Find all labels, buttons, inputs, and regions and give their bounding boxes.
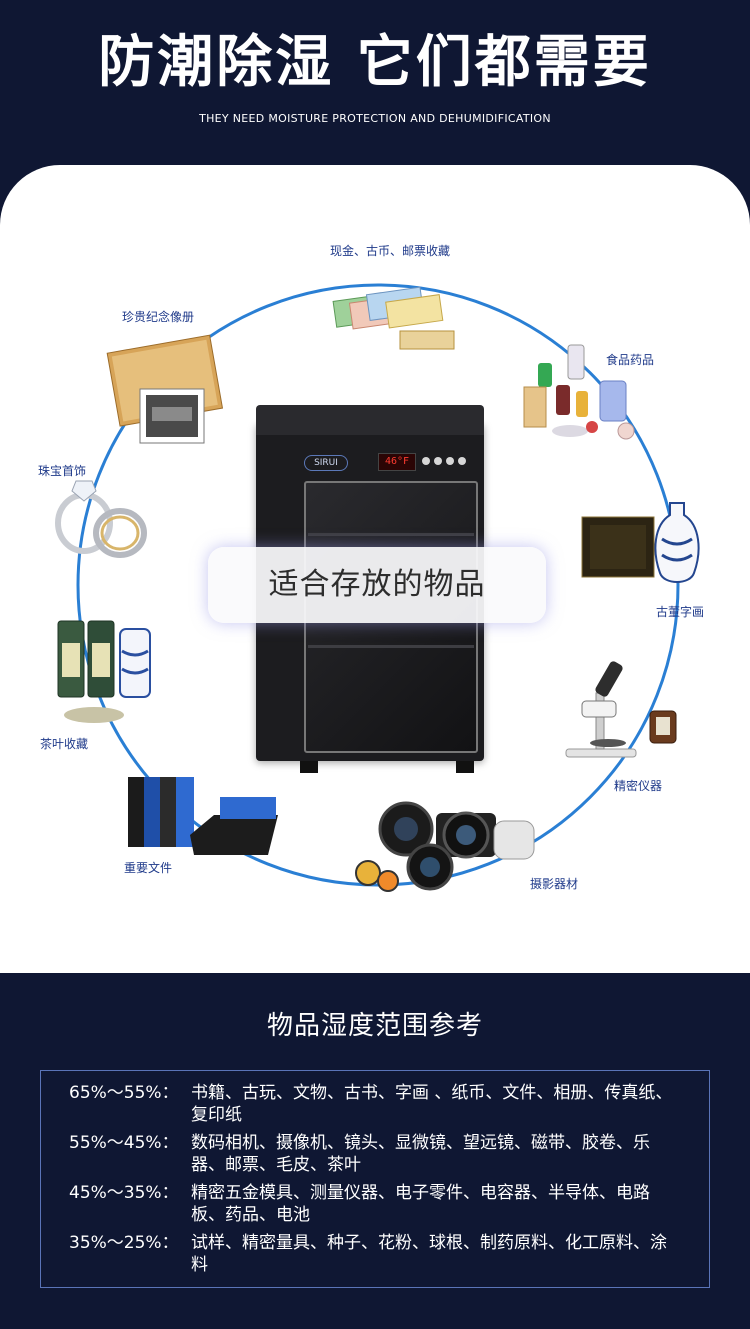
ring-icon [50,475,150,567]
cabinet-shelf [308,645,474,648]
cabinet-control-buttons [422,457,466,467]
category-label-photography: 摄影器材 [530,877,579,891]
humidity-items: 书籍、古玩、文物、古书、字画 、纸币、文件、相册、传真纸、复印纸 [191,1083,673,1125]
cabinet-top [256,405,484,435]
page-subtitle: THEY NEED MOISTURE PROTECTION AND DEHUMI… [199,112,551,125]
cabinet-shelf [308,533,474,536]
center-label: 适合存放的物品 [208,547,546,623]
category-label-instruments: 精密仪器 [614,779,663,793]
cabinet-brand-badge: SIRUI [304,455,348,471]
photo-album-icon [104,327,234,451]
page-title: 防潮除湿 它们都需要 [98,30,652,95]
humidity-row: 35%～25%： 试样、精密量具、种子、花粉、球根、制药原料、化工原料、涂料 [41,1232,709,1276]
humidity-row: 65%～55%： 书籍、古玩、文物、古书、字画 、纸币、文件、相册、传真纸、复印… [41,1082,709,1126]
cabinet-foot [456,761,474,773]
category-label-jewelry: 珠宝首饰 [38,464,87,478]
category-label-currency: 现金、古币、邮票收藏 [330,244,451,258]
humidity-row: 45%～35%： 精密五金模具、测量仪器、电子零件、电容器、半导体、电路板、药品… [41,1182,709,1226]
header: 防潮除湿 它们都需要 THEY NEED MOISTURE PROTECTION… [0,0,750,165]
storage-items-panel: 现金、古币、邮票收藏 食品药品 古董字画 精密仪器 摄影器材 重要文件 茶叶收藏… [0,165,750,973]
cabinet-foot [300,761,318,773]
humidity-items: 精密五金模具、测量仪器、电子零件、电容器、半导体、电路板、药品、电池 [191,1183,650,1225]
banknotes-icon [330,283,460,353]
humidity-row: 55%～45%： 数码相机、摄像机、镜头、显微镜、望远镜、磁带、胶卷、乐器、邮票… [41,1132,709,1176]
humidity-items: 数码相机、摄像机、镜头、显微镜、望远镜、磁带、胶卷、乐器、邮票、毛皮、茶叶 [191,1133,650,1175]
category-label-tea: 茶叶收藏 [40,737,89,751]
humidity-range: 55%～45%： [69,1133,179,1153]
humidity-items: 试样、精密量具、种子、花粉、球根、制药原料、化工原料、涂料 [191,1233,667,1275]
humidity-range: 35%～25%： [69,1233,179,1253]
binder-folder-icon [124,773,286,857]
camera-lens-icon [346,783,542,895]
category-label-antiques: 古董字画 [656,605,705,619]
cabinet-humidity-display: 46°F [378,453,416,471]
humidity-reference-table: 65%～55%： 书籍、古玩、文物、古书、字画 、纸币、文件、相册、传真纸、复印… [40,1070,710,1288]
category-label-album: 珍贵纪念像册 [122,310,195,324]
microscope-icon [562,655,684,763]
vase-scroll-icon [578,499,702,597]
medicine-bottles-icon [516,335,644,447]
category-label-food-medicine: 食品药品 [606,353,655,367]
humidity-range: 65%～55%： [69,1083,179,1103]
tea-tin-icon [54,615,158,731]
humidity-range: 45%～35%： [69,1183,179,1203]
category-label-documents: 重要文件 [124,861,173,875]
humidity-section-title: 物品湿度范围参考 [266,1011,483,1041]
